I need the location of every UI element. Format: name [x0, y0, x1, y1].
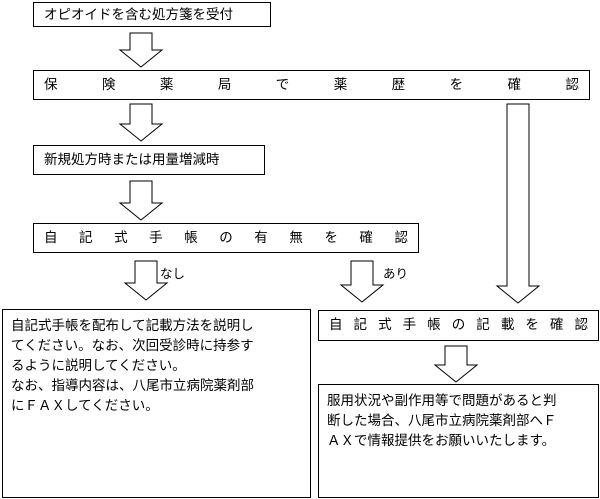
down-arrow-3-icon	[118, 180, 164, 221]
step-label-char: で	[275, 77, 290, 93]
step-label-char: 確	[507, 77, 522, 93]
step-label-char: 無	[289, 230, 303, 246]
step-label-char: 帳	[184, 230, 198, 246]
instruction-line: にＦＡＸしてください。	[11, 398, 159, 414]
step-label-char: 薬	[333, 77, 348, 93]
step-label-char: 式	[114, 230, 128, 246]
instruction-line: るように説明してください。	[11, 358, 186, 374]
step-label-char: 有	[254, 230, 268, 246]
step-label: オピオイドを含む処方箋を受付	[44, 7, 233, 23]
step-label-char: の	[451, 317, 466, 333]
down-arrow-long-icon	[495, 103, 541, 304]
instruction-line: 服用状況や副作用等で問題があると判	[327, 393, 557, 409]
step-label-char: 手	[149, 230, 163, 246]
down-arrow-1-icon	[118, 32, 164, 68]
step-label-char: 歴	[391, 77, 406, 93]
step-label-char: 認	[574, 317, 588, 333]
step-label-char: 認	[565, 77, 579, 93]
step-label-char: 確	[359, 230, 373, 246]
instruction-line: 断した場合、八尾市立病院薬剤部へＦ	[327, 413, 557, 429]
step-label-char: 帳	[427, 317, 441, 333]
step-label-char: を	[449, 77, 464, 93]
step-label: 新規処方時または用量増減時	[44, 152, 220, 168]
instruction-line: てください。なお、次回受診時に持参す	[11, 338, 254, 354]
branch-label-no: なし	[160, 266, 186, 281]
step-label-char: の	[219, 230, 233, 246]
step-label-char: を	[525, 317, 539, 333]
step-label-char: を	[324, 230, 338, 246]
step-label-char: 局	[217, 77, 232, 93]
down-arrow-report-icon	[433, 345, 479, 383]
step-label-char: 記	[476, 317, 490, 333]
step-receive-prescription: オピオイドを含む処方箋を受付	[33, 2, 271, 27]
step-label-char: 認	[394, 230, 408, 246]
step-check-medication-history: 保険薬局で薬歴を確認	[33, 70, 590, 100]
step-label-char: 保	[44, 77, 58, 93]
step-label-char: 式	[378, 317, 392, 333]
step-label-char: 自	[329, 317, 343, 333]
branch-label-yes: あり	[383, 266, 409, 281]
step-check-notebook-exists: 自記式手帳の有無を確認	[33, 223, 419, 253]
step-label-char: 記	[353, 317, 368, 333]
down-arrow-no-icon	[123, 260, 169, 301]
step-label-char: 自	[44, 230, 58, 246]
down-arrow-yes-icon	[339, 260, 385, 303]
step-label-char: 険	[101, 77, 116, 93]
step-check-notebook-entries: 自記式手帳の記載を確認	[318, 310, 599, 341]
step-label-char: 記	[79, 230, 93, 246]
step-label-char: 手	[402, 317, 417, 333]
step-label-char: 薬	[159, 77, 174, 93]
instruction-line: 自記式手帳を配布して記載方法を説明し	[11, 318, 254, 334]
instruction-line: ＡＸで情報提供をお願いいたします。	[327, 433, 556, 449]
report-instructions-box: 服用状況や副作用等で問題があると判 断した場合、八尾市立病院薬剤部へＦ ＡＸで情…	[318, 384, 599, 498]
step-label-char: 載	[500, 317, 515, 333]
step-condition-new-or-dose-change: 新規処方時または用量増減時	[33, 145, 265, 175]
no-notebook-instructions-box: 自記式手帳を配布して記載方法を説明し てください。なお、次回受診時に持参す るよ…	[2, 309, 311, 498]
instruction-line: なお、指導内容は、八尾市立病院薬剤部	[11, 378, 254, 394]
step-label-char: 確	[549, 317, 564, 333]
down-arrow-2-icon	[118, 103, 164, 142]
